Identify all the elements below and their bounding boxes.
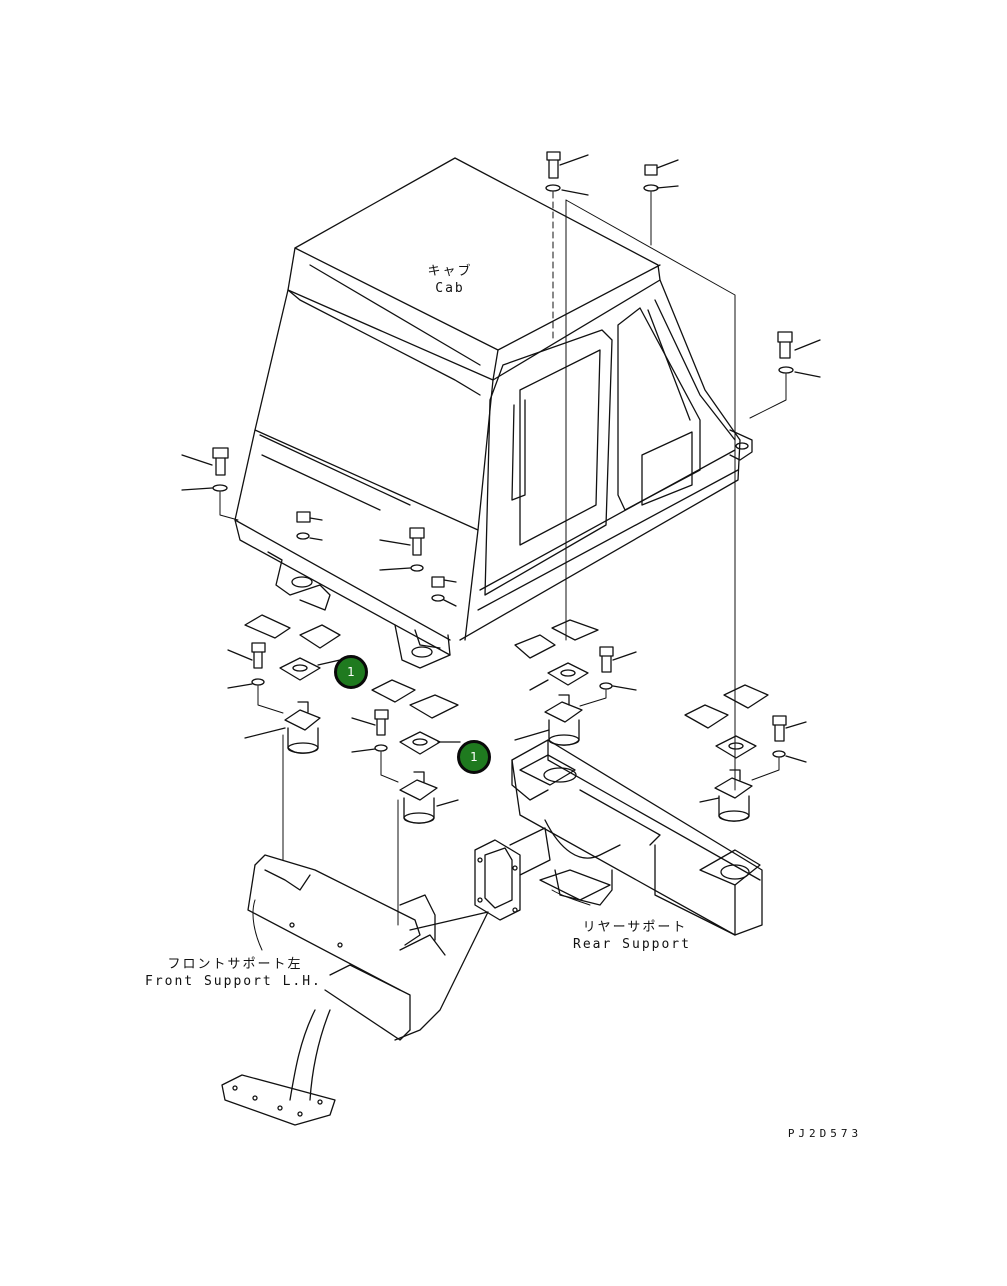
label-leaders bbox=[252, 889, 591, 951]
callout-marker: 1 bbox=[334, 655, 368, 689]
cab-body bbox=[234, 157, 753, 669]
assembly-lines bbox=[219, 191, 787, 926]
isolator-mounts bbox=[244, 694, 753, 824]
callout-marker: 1 bbox=[457, 740, 491, 774]
rear-support bbox=[474, 739, 763, 936]
rear-support-label-en: Rear Support bbox=[573, 937, 691, 952]
shims bbox=[244, 614, 769, 759]
front-support-lh bbox=[221, 854, 489, 1126]
cab-label-jp: キャブ bbox=[427, 264, 473, 279]
drawing-code: PJ2D573 bbox=[787, 1127, 863, 1140]
front-support-label-jp: フロントサポート左 bbox=[167, 957, 303, 972]
cab-label-en: Cab bbox=[435, 281, 465, 296]
fasteners bbox=[181, 151, 821, 763]
rear-support-label-jp: リヤーサポート bbox=[582, 920, 688, 935]
front-support-label-en: Front Support L.H. bbox=[145, 974, 322, 989]
